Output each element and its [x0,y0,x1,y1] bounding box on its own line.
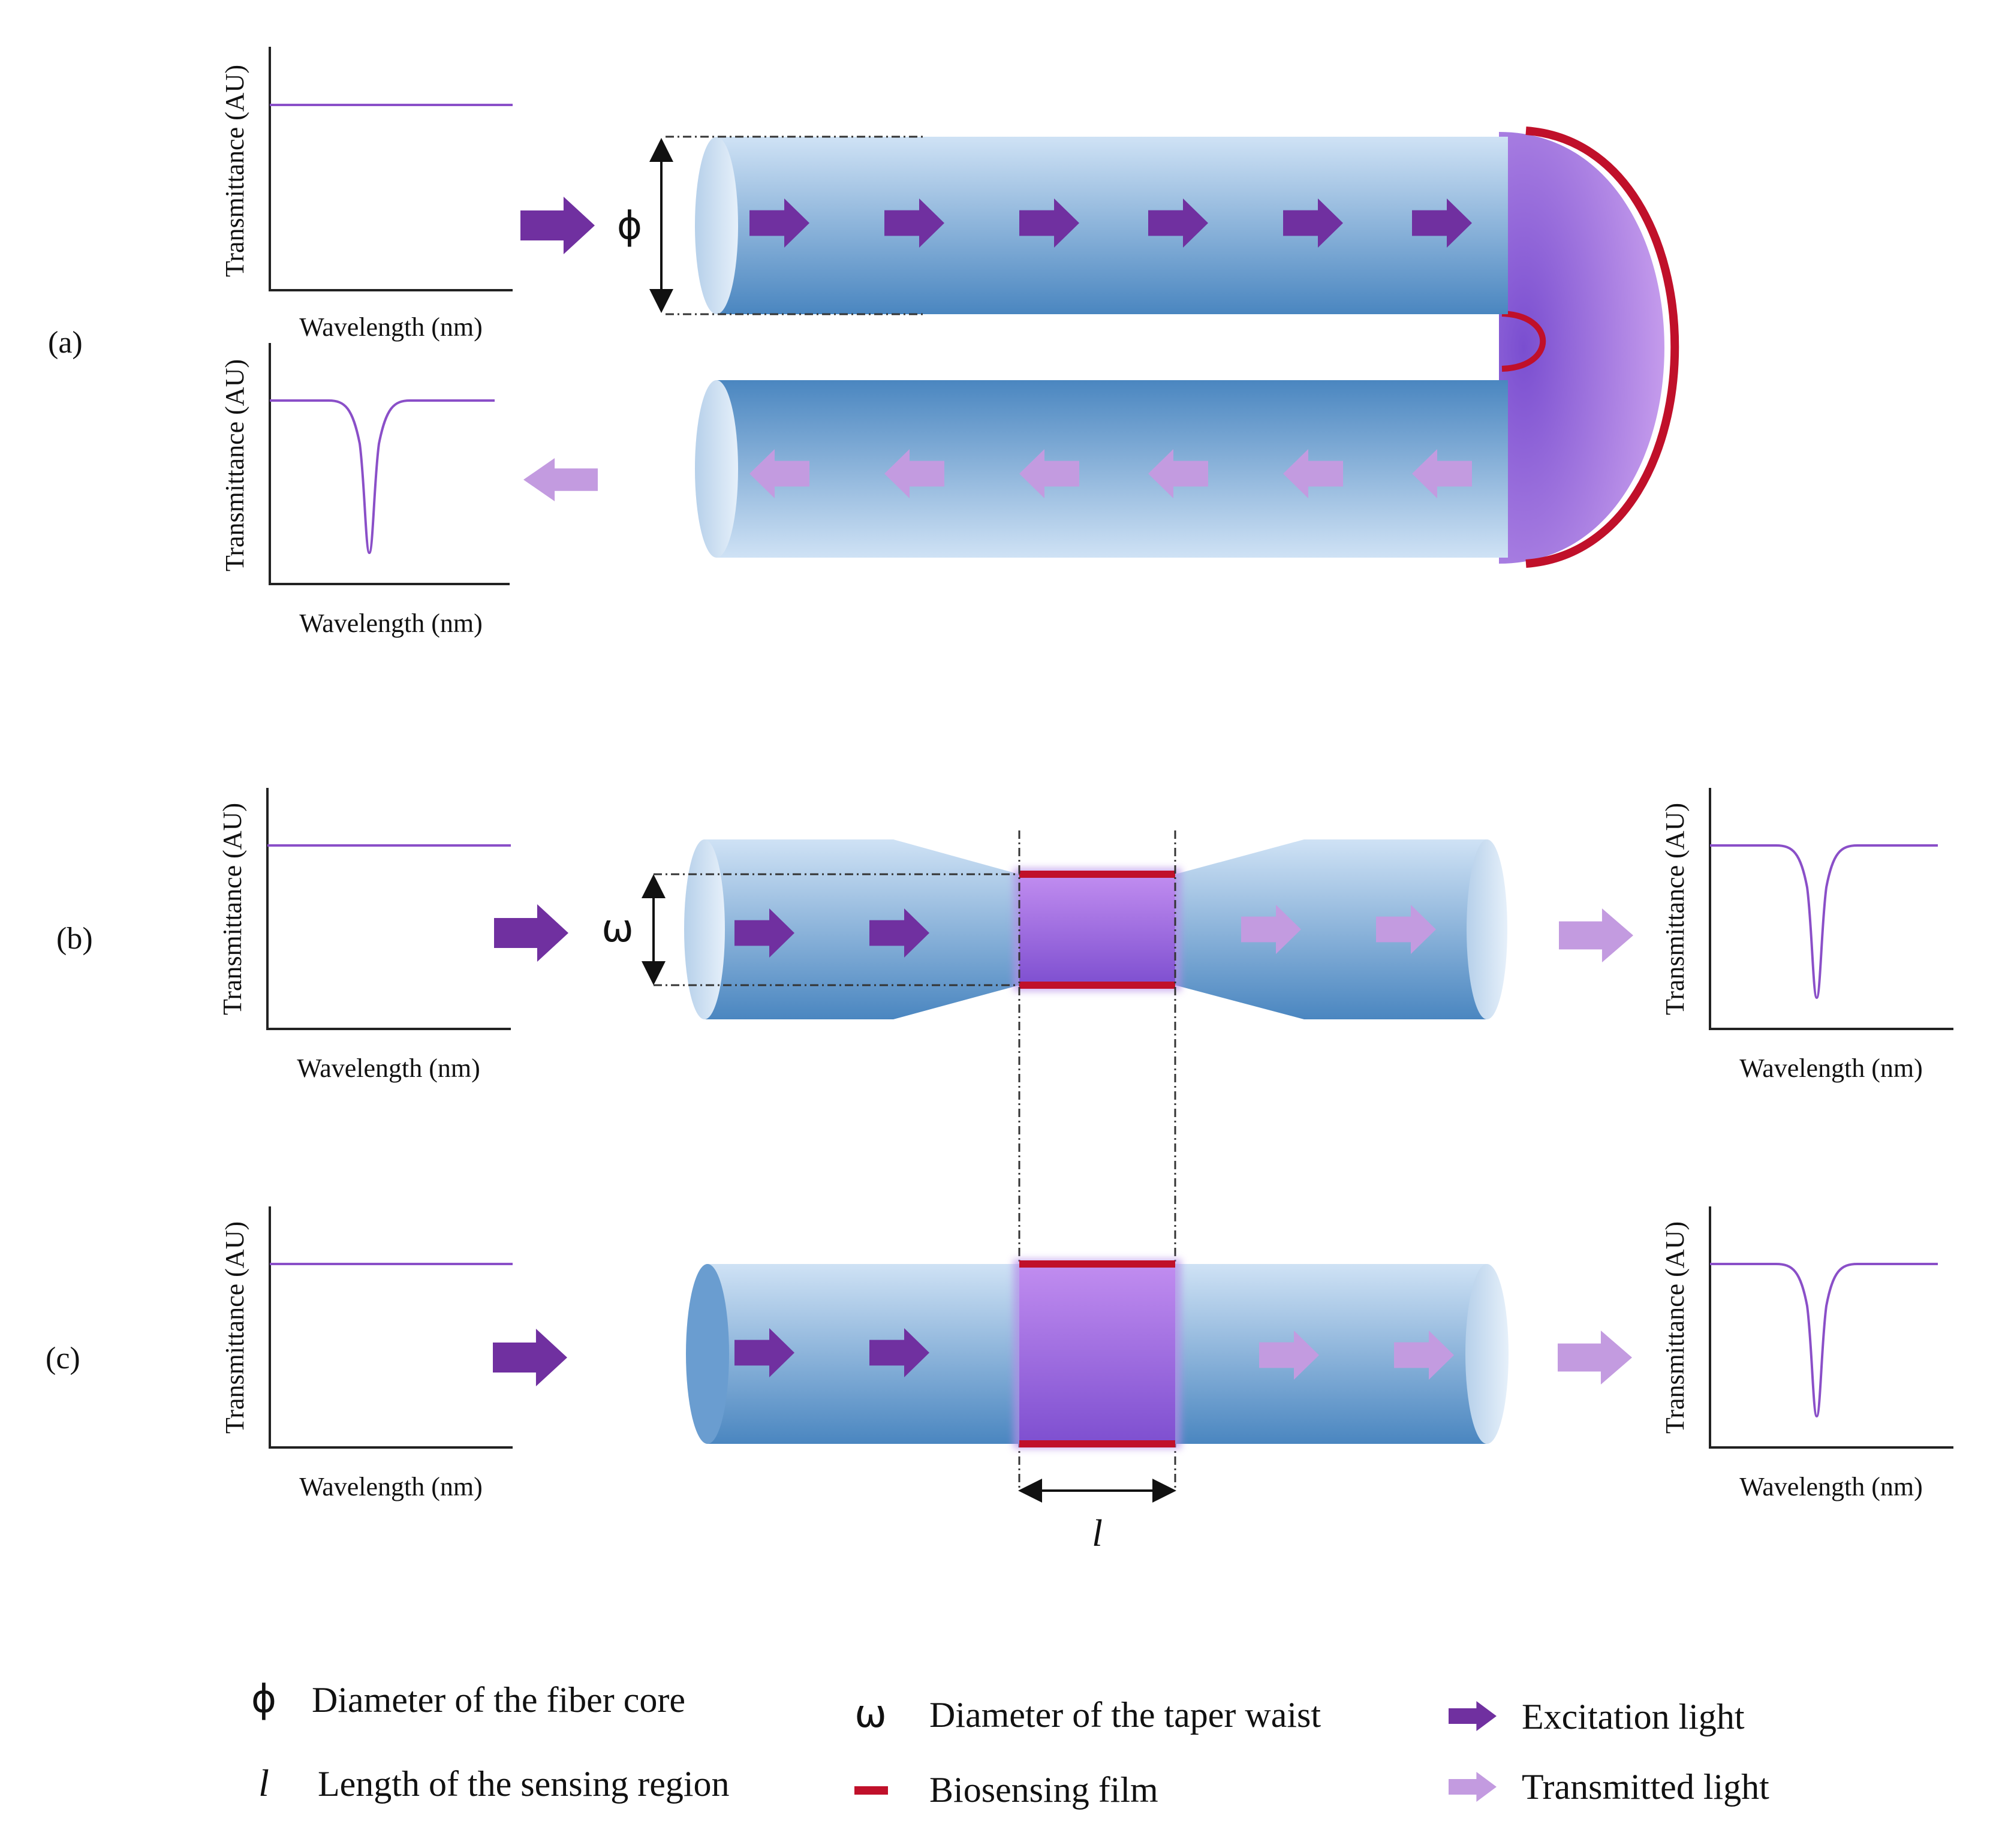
fiber-end-cap [695,380,738,558]
sensing-region [1019,874,1175,985]
biosensing-film-icon [854,1786,888,1795]
x-axis-title: Wavelength (nm) [299,1472,483,1501]
light-arrows [493,197,1633,1386]
fiber-end-cap [1467,839,1507,1019]
excitation-light-arrow [1148,198,1208,248]
transmitted-light-arrow [1259,1331,1319,1380]
phi-label: ϕ [617,204,642,248]
excitation-light-arrow [520,197,595,254]
x-axis-title: Wavelength (nm) [299,312,483,342]
excitation-light-arrow [1283,198,1343,248]
legend-omega-text: Diameter of the taper waist [929,1695,1321,1735]
bend-sensing-region [1499,132,1664,564]
legend-omega-symbol: ω [854,1692,887,1736]
transmitted-light-arrow [1559,908,1633,962]
spectrum-plot-b-input: Transmittance (AU) Wavelength (nm) [218,788,511,1083]
legend: ϕ Diameter of the fiber core l Length of… [251,1677,1769,1810]
y-axis-title: Transmittance (AU) [1660,803,1690,1015]
fiber-taper-right [1175,839,1487,1019]
omega-label: ω [601,907,634,951]
straight-fiber: l [686,1259,1509,1554]
transmitted-light-arrow [523,458,598,501]
transmitted-light-arrow [1376,905,1436,954]
excitation-light-arrow [1412,198,1472,248]
dip-spectrum-line [1710,844,1938,1000]
excitation-light-arrow [493,1329,567,1386]
legend-length-symbol: l [258,1762,269,1804]
y-axis-title: Transmittance (AU) [220,359,249,571]
spectrum-plot-a-input: Transmittance (AU) Wavelength (nm) [220,47,513,342]
transmitted-light-arrow [1241,905,1301,954]
y-axis-title: Transmittance (AU) [218,803,247,1015]
length-label: l [1092,1512,1103,1554]
legend-phi-text: Diameter of the fiber core [312,1680,685,1720]
transmitted-light-arrow [1394,1331,1454,1380]
excitation-light-arrow [749,198,809,248]
y-axis-title: Transmittance (AU) [220,1221,249,1434]
legend-excitation-text: Excitation light [1522,1697,1745,1736]
transmitted-light-arrow [1283,449,1343,498]
dip-spectrum-line [1710,1263,1938,1418]
transmitted-light-arrow [1148,449,1208,498]
excitation-light-arrow [734,1328,794,1377]
x-axis-title: Wavelength (nm) [1739,1472,1923,1501]
legend-film-text: Biosensing film [929,1770,1158,1810]
spectrum-plot-c-output: Transmittance (AU) Wavelength (nm) [1660,1206,1953,1501]
fiber-taper-left [705,839,1019,1019]
biosensing-film-outer [1525,127,1679,568]
transmitted-light-arrow [1558,1331,1632,1385]
u-bent-fiber: ϕ [617,127,1679,568]
y-axis-title: Transmittance (AU) [220,65,249,277]
transmitted-light-arrow [1019,449,1079,498]
excitation-light-arrow [869,908,929,958]
transmitted-light-icon-shape [1449,1772,1497,1802]
transmitted-light-arrow [749,449,809,498]
excitation-light-icon [1449,1701,1497,1731]
fiber-end-cap [695,137,738,314]
transmitted-light-arrow [884,449,944,498]
transmitted-light-icon [1449,1772,1497,1802]
panel-label-b: (b) [56,922,93,956]
spectrum-plot-b-output: Transmittance (AU) Wavelength (nm) [1660,788,1953,1083]
excitation-light-arrow [884,198,944,248]
y-axis-title: Transmittance (AU) [1660,1221,1690,1434]
legend-length-text: Length of the sensing region [318,1764,730,1804]
tapered-fiber: ω [601,839,1507,1019]
x-axis-title: Wavelength (nm) [1739,1054,1923,1083]
x-axis-title: Wavelength (nm) [297,1054,480,1083]
fiber-left-edge [686,1264,729,1444]
spectrum-plot-c-input: Transmittance (AU) Wavelength (nm) [220,1206,513,1501]
panel-label-a: (a) [48,326,83,360]
panel-label-c: (c) [46,1341,80,1376]
excitation-light-arrow [1019,198,1079,248]
legend-phi-symbol: ϕ [251,1677,276,1721]
spectrum-plot-a-output: Transmittance (AU) Wavelength (nm) [220,343,510,638]
sensing-region [1019,1264,1175,1444]
transmitted-light-arrow [1412,449,1472,498]
excitation-light-arrow [734,908,794,958]
excitation-light-arrow [869,1328,929,1377]
fiber-lower-arm [716,380,1508,558]
excitation-light-arrow [494,904,568,962]
fiber-upper-arm [716,137,1508,314]
legend-transmitted-text: Transmitted light [1522,1767,1769,1807]
excitation-light-icon-shape [1449,1701,1497,1731]
x-axis-title: Wavelength (nm) [299,609,483,638]
fiber-end-cap [1465,1264,1509,1444]
dip-spectrum-line [270,399,495,555]
biosensing-film-inner [1501,311,1546,372]
fiber-end-cap [684,839,725,1019]
